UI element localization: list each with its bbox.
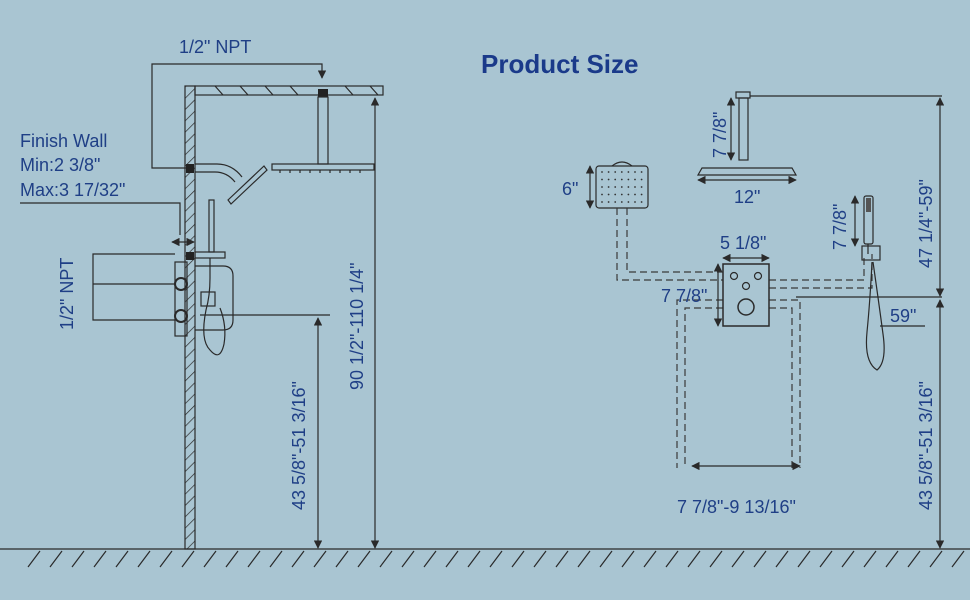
npt-top-label: 1/2" NPT [179, 37, 251, 57]
npt-top-leader [151, 63, 327, 169]
nozzle-dot [601, 201, 603, 203]
nozzle-dot [640, 171, 643, 173]
nozzle-dot [607, 171, 610, 173]
npt-side-bracket [92, 253, 175, 321]
nozzle-dot [607, 178, 610, 181]
valve-box [174, 261, 188, 337]
head-size-label: 12" [734, 187, 760, 207]
inlet-bottom [174, 309, 188, 323]
page-title: Product Size [481, 49, 638, 79]
nozzle-dot [607, 193, 610, 196]
pipe-to-holder [769, 254, 873, 289]
nozzle-dot [614, 201, 617, 203]
nozzle-dot [620, 186, 623, 188]
nozzle-dot [634, 178, 636, 181]
nozzle-dot [614, 171, 617, 173]
nozzle-dot [627, 171, 630, 173]
hand-head-label: 6" [562, 179, 578, 199]
finish-wall-leader [20, 202, 181, 235]
arm-length-label: 7 7/8" [710, 112, 730, 158]
nozzle-dot [601, 193, 603, 196]
nozzle-dot [620, 171, 623, 173]
nozzle-dot [627, 201, 630, 203]
hose-label: 59" [890, 306, 916, 326]
nozzle-dot [634, 186, 636, 188]
floor-hatch [27, 550, 965, 568]
front-valve [722, 263, 770, 327]
nozzle-dot [640, 201, 643, 203]
nozzle-dot [620, 193, 623, 196]
front-view: 12" 7 7/8" 6" 5 1/8" 7 7/8" 7 7/8" 5 [562, 91, 945, 549]
hose-side [203, 258, 226, 356]
nozzle-dot [640, 193, 643, 196]
slide-bar [208, 199, 215, 253]
nozzle-dot [607, 186, 610, 188]
nozzle-dot [620, 201, 623, 203]
nozzle-dot [634, 171, 636, 173]
nozzle-dot [601, 171, 603, 173]
pipe-to-head [616, 208, 723, 281]
nozzle-dot [601, 178, 603, 181]
pipe-left-supply [676, 299, 723, 468]
nozzle-dot [601, 186, 603, 188]
nozzle-dot [614, 193, 617, 196]
head-height-label: 47 1/4"-59" [916, 179, 936, 268]
square-head-nozzles [601, 171, 643, 203]
valve-floor-label: 43 5/8"-51 3/16" [916, 381, 936, 510]
spread-label: 7 7/8"-9 13/16" [677, 497, 796, 517]
nozzle-dot [607, 201, 610, 203]
valve-width-label: 5 1/8" [720, 233, 766, 253]
total-height-label: 90 1/2"-110 1/4" [347, 262, 367, 390]
nozzle-dot [614, 178, 617, 181]
wall-arm [195, 163, 243, 183]
front-ceiling-arm [738, 97, 749, 161]
ceiling-flange [318, 89, 328, 97]
nozzle-dot [640, 186, 643, 188]
ceiling [194, 85, 384, 96]
valve-height-front-label: 7 7/8" [661, 286, 707, 306]
npt-side-label: 1/2" NPT [57, 258, 77, 330]
nozzle-dot [627, 186, 630, 188]
nozzle-dot [627, 193, 630, 196]
ceiling-hatch [214, 85, 379, 96]
finish-wall-max: Max:3 17/32" [20, 180, 125, 200]
holder-height-label: 7 7/8" [830, 204, 850, 250]
ceiling-arm [317, 96, 329, 165]
valve-body-side [195, 265, 234, 331]
square-head [595, 165, 649, 209]
finish-wall-min: Min:2 3/8" [20, 155, 100, 175]
side-view: 1/2" NPT Finish Wall Min:2 3/8" Max:3 17… [0, 37, 970, 568]
finish-wall-label: Finish Wall [20, 131, 107, 151]
nozzle-dot [614, 186, 617, 188]
valve-height-label: 43 5/8"-51 3/16" [289, 381, 309, 510]
rain-head-side [271, 163, 375, 171]
nozzle-dot [620, 178, 623, 181]
front-hose [865, 244, 885, 371]
front-rain-head [696, 167, 798, 176]
nozzle-dot [640, 178, 643, 181]
wall-head-side [227, 165, 268, 205]
nozzle-dot [634, 193, 636, 196]
wall [184, 85, 196, 550]
nozzle-dot [627, 178, 630, 181]
pipe-right-supply [769, 299, 801, 468]
nozzle-dot [634, 201, 636, 203]
